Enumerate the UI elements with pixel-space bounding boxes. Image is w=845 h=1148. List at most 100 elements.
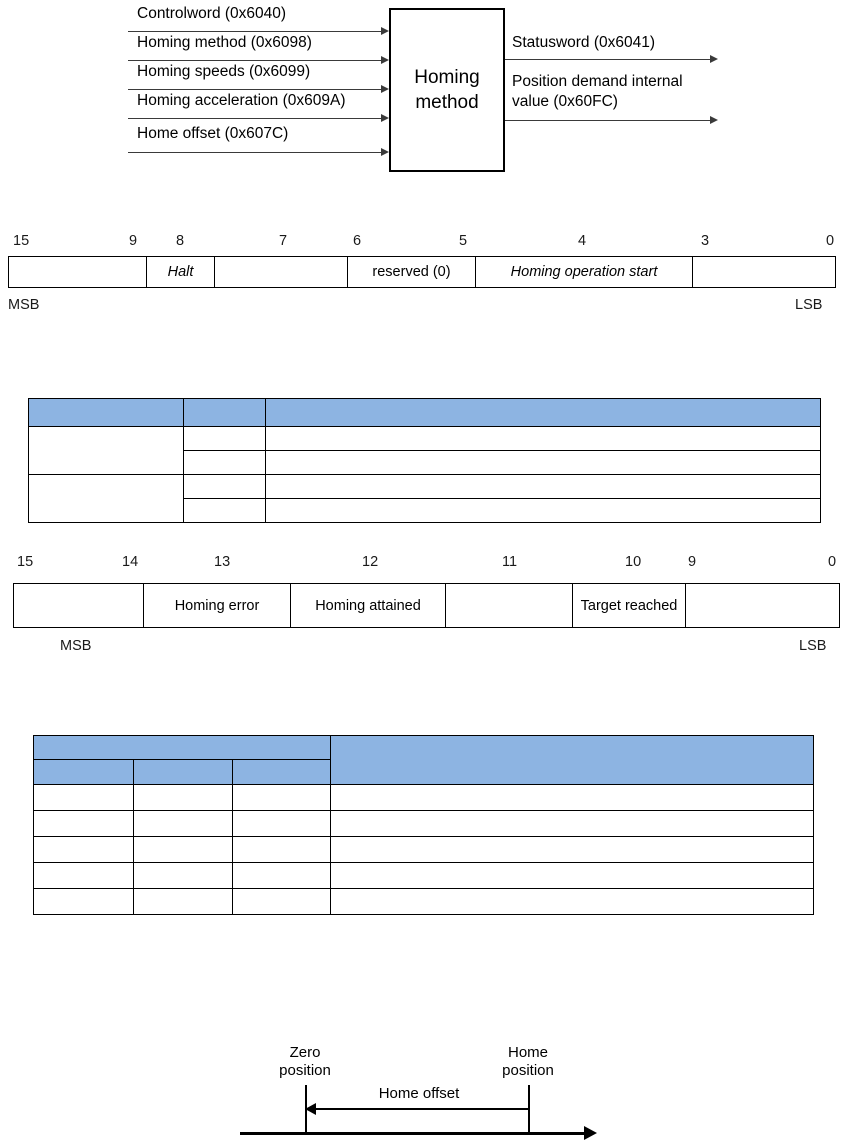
controlword-cell-3-0 xyxy=(693,257,837,287)
table-two-cell-r2c2 xyxy=(133,810,233,837)
table-one-cell-r2c2 xyxy=(183,450,266,475)
table-row xyxy=(29,498,821,523)
zero-position-label-line2: position xyxy=(279,1062,331,1079)
statusword-bit-number-10: 10 xyxy=(625,554,642,570)
controlword-cell-halt: Halt xyxy=(147,257,215,287)
output-arrow-line-position-demand xyxy=(505,120,710,121)
homing-block-diagram: Homing method Controlword (0x6040) Homin… xyxy=(0,0,845,200)
statusword-cell-11 xyxy=(446,584,573,627)
table-one-header-cell-1 xyxy=(28,398,184,427)
controlword-cell-homing-operation-start: Homing operation start xyxy=(476,257,693,287)
statusword-cell-15-14 xyxy=(14,584,144,627)
statusword-bit-number-0: 0 xyxy=(828,554,837,570)
controlword-bit-number-4: 4 xyxy=(578,233,587,249)
table-two-header-description-cell xyxy=(330,735,815,785)
table-one-header-cell-3 xyxy=(265,398,821,427)
statusword-cell-homing-attained: Homing attained xyxy=(291,584,446,627)
table-two-cell-r1c1 xyxy=(33,784,134,811)
table-row xyxy=(33,836,815,863)
controlword-bit-number-15: 15 xyxy=(13,233,30,249)
position-axis-line xyxy=(240,1132,585,1135)
table-one-cell-r4c3 xyxy=(265,498,821,523)
table-two-cell-r3c4 xyxy=(330,836,815,863)
input-arrow-line-homing-speeds xyxy=(128,89,381,90)
output-label-position-demand-line1: Position demand internal xyxy=(512,73,683,90)
table-one-cell-r1c2 xyxy=(183,426,266,451)
controlword-bit-number-0: 0 xyxy=(826,233,835,249)
controlword-cell-7 xyxy=(215,257,348,287)
controlword-bit-number-6: 6 xyxy=(353,233,362,249)
input-arrow-head-homing-method xyxy=(381,55,389,64)
statusword-msb-label: MSB xyxy=(60,638,92,654)
statusword-bit-number-13: 13 xyxy=(214,554,231,570)
input-arrow-line-homing-acceleration xyxy=(128,118,381,119)
controlword-cell-reserved: reserved (0) xyxy=(348,257,476,287)
table-row xyxy=(33,888,815,915)
table-two-cell-r1c3 xyxy=(231,784,332,811)
position-axis-arrow-head xyxy=(584,1126,597,1140)
table-one-group-cell-1 xyxy=(28,426,184,475)
table-row xyxy=(28,474,821,523)
statusword-bit-number-15: 15 xyxy=(17,554,34,570)
input-label-homing-method: Homing method (0x6098) xyxy=(137,34,312,51)
statusword-bit-number-14: 14 xyxy=(122,554,139,570)
table-one-group-cell-2 xyxy=(28,474,184,523)
statusword-lsb-label: LSB xyxy=(799,638,827,654)
home-position-tick xyxy=(528,1085,530,1133)
table-two-cell-r2c3 xyxy=(231,810,332,837)
table-one-cell-r3c3 xyxy=(265,474,821,499)
input-label-homing-speeds: Homing speeds (0x6099) xyxy=(137,63,311,80)
table-two-header-sub-cell-1 xyxy=(33,759,134,785)
table-two-cell-r2c1 xyxy=(33,810,134,837)
controlword-msb-label: MSB xyxy=(8,297,40,313)
table-two-cell-r4c3 xyxy=(231,862,332,889)
input-arrow-head-homing-speeds xyxy=(381,84,389,93)
table-row xyxy=(33,810,815,837)
controlword-lsb-label: LSB xyxy=(795,297,823,313)
homing-method-box: Homing method xyxy=(389,8,505,172)
output-label-position-demand-line2: value (0x60FC) xyxy=(512,93,618,110)
home-offset-arrow-head xyxy=(305,1103,316,1115)
table-row xyxy=(33,862,815,889)
input-label-homing-acceleration: Homing acceleration (0x609A) xyxy=(137,92,346,109)
table-two-header-sub-cell-2 xyxy=(133,759,233,785)
table-two-cell-r1c2 xyxy=(133,784,233,811)
controlword-bit-row: Halt reserved (0) Homing operation start xyxy=(8,256,836,288)
controlword-bit-number-5: 5 xyxy=(459,233,468,249)
table-row xyxy=(28,426,821,475)
table-two-cell-r4c1 xyxy=(33,862,134,889)
table-one-header-row xyxy=(28,398,821,427)
homing-box-line-1: Homing xyxy=(414,67,480,88)
table-one-cell-r3c2 xyxy=(183,474,266,499)
zero-position-label-line1: Zero xyxy=(289,1044,321,1061)
table-two-cell-r5c4 xyxy=(330,888,815,915)
controlword-bit-number-8: 8 xyxy=(176,233,185,249)
home-offset-measure-line xyxy=(306,1108,528,1110)
table-two-cell-r3c2 xyxy=(133,836,233,863)
table-two-cell-r3c1 xyxy=(33,836,134,863)
controlword-bit-number-3: 3 xyxy=(701,233,710,249)
table-two-header-group-cell xyxy=(32,735,332,760)
input-label-controlword: Controlword (0x6040) xyxy=(137,5,287,22)
output-arrow-line-statusword xyxy=(505,59,710,60)
home-position-label-line1: Home xyxy=(507,1044,548,1061)
controlword-bit-number-9: 9 xyxy=(129,233,138,249)
table-two-cell-r4c4 xyxy=(330,862,815,889)
table-two-cell-r1c4 xyxy=(330,784,815,811)
controlword-bit-number-7: 7 xyxy=(279,233,288,249)
table-one-cell-r2c3 xyxy=(265,450,821,475)
table-two-cell-r5c2 xyxy=(133,888,233,915)
input-arrow-line-home-offset xyxy=(128,152,381,153)
statusword-cell-9-0 xyxy=(686,584,841,627)
table-one-cell-r4c2 xyxy=(183,498,266,523)
home-position-label-line2: position xyxy=(502,1062,554,1079)
table-two-cell-r4c2 xyxy=(133,862,233,889)
statusword-cell-homing-error: Homing error xyxy=(144,584,291,627)
output-label-statusword: Statusword (0x6041) xyxy=(512,34,656,51)
statusword-bit-numbers: 15 14 13 12 11 10 9 0 xyxy=(0,553,845,573)
table-two-header-top-row xyxy=(32,735,815,785)
statusword-bit-row: Homing error Homing attained Target reac… xyxy=(13,583,840,628)
statusword-bit-number-11: 11 xyxy=(502,554,518,570)
statusword-bit-number-9: 9 xyxy=(688,554,697,570)
table-two-cell-r5c3 xyxy=(231,888,332,915)
